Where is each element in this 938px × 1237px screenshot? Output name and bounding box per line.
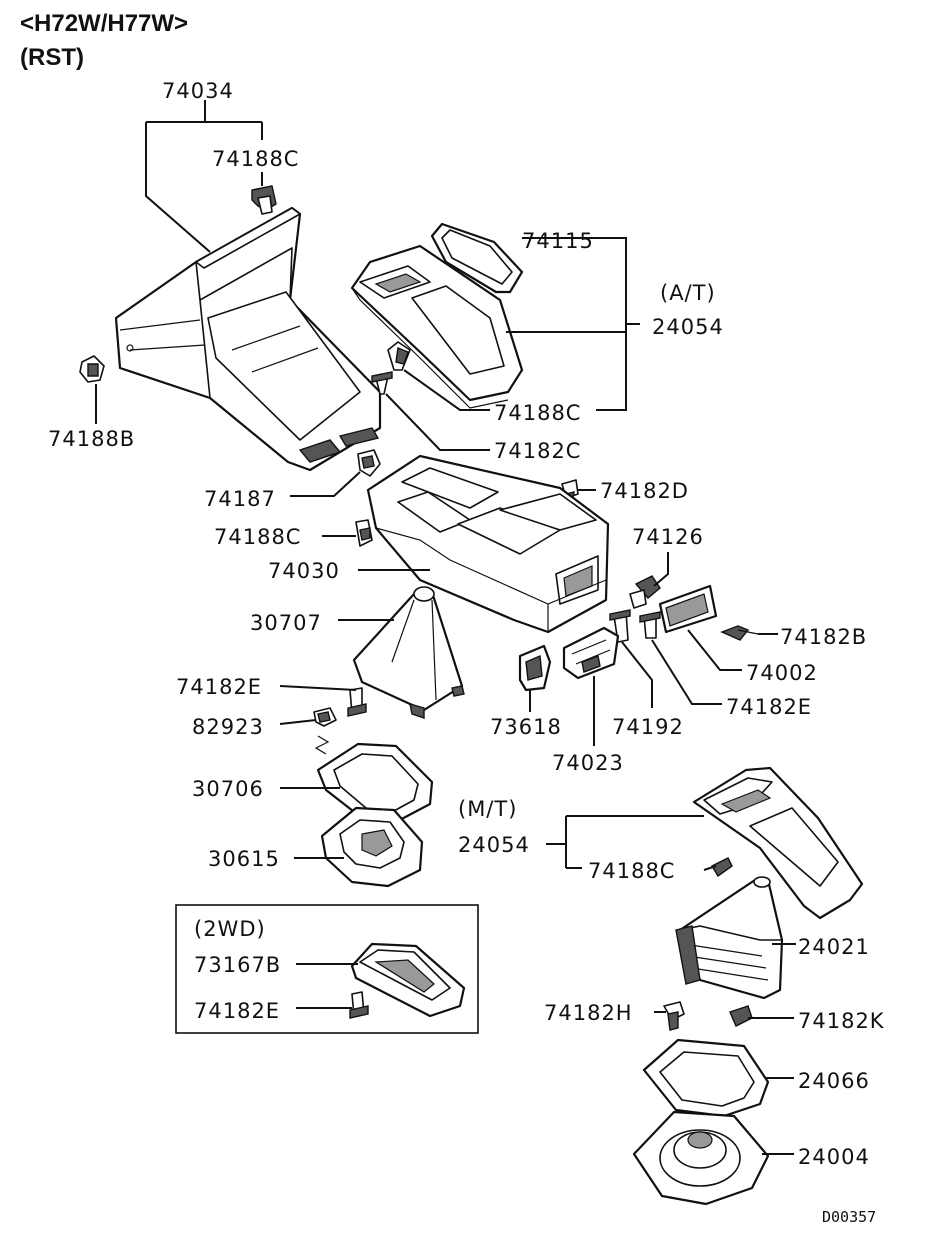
label-74182H: 74182H (544, 1001, 633, 1025)
variant-heading: (RST) (20, 44, 84, 71)
label-30615: 30615 (208, 847, 280, 871)
part-74115-tray-mat (430, 222, 524, 294)
part-74188C-clip-mid (355, 519, 373, 547)
part-73618-bracket (518, 644, 552, 692)
callout-labels: 74034 74188C 74188B 74115 (A/T) 24054 74… (48, 79, 885, 1226)
part-74192-screw (609, 609, 631, 643)
label-74187: 74187 (204, 487, 276, 511)
part-74023-bracket (562, 626, 620, 680)
part-30707-shift-boot (352, 586, 465, 719)
label-73167B: 73167B (194, 953, 281, 977)
label-74182C: 74182C (494, 439, 581, 463)
part-74188C-clip-top (251, 185, 277, 215)
part-74126-clip (629, 575, 661, 609)
two-wd-inset-box (175, 904, 479, 1034)
label-74115: 74115 (522, 229, 594, 253)
label-74034: 74034 (162, 79, 234, 103)
label-74182B: 74182B (780, 625, 867, 649)
part-24054-mt-panel (692, 766, 864, 920)
part-24021-shift-boot (675, 876, 784, 1000)
label-30706: 30706 (192, 777, 264, 801)
part-82923-clip (313, 707, 337, 755)
part-30706-frame (316, 742, 434, 824)
part-74182K-screw (729, 1005, 753, 1027)
part-74182E-screw-right (639, 611, 661, 639)
label-74002: 74002 (746, 661, 818, 685)
label-74182K: 74182K (798, 1009, 885, 1033)
label-24054-mt: 24054 (458, 833, 530, 857)
label-82923: 82923 (192, 715, 264, 739)
label-24004: 24004 (798, 1145, 870, 1169)
part-30615-plate (320, 806, 424, 888)
part-74002-pocket (658, 584, 718, 634)
label-73618: 73618 (490, 715, 562, 739)
part-24054-at-panel (350, 244, 524, 409)
label-74182E-left: 74182E (176, 675, 262, 699)
part-74188B-fastener (79, 355, 105, 383)
part-74034-rear-console (114, 206, 382, 472)
label-74188C-mid: 74188C (214, 525, 301, 549)
part-74188C-clip-mt (711, 857, 733, 878)
label-74188C-top: 74188C (212, 147, 299, 171)
part-74187-clip (357, 449, 381, 477)
part-74182C-screw (371, 371, 393, 395)
part-74182H-clip (663, 1001, 685, 1031)
label-74188C-at: 74188C (494, 401, 581, 425)
model-codes-heading: <H72W/H77W> (20, 10, 189, 37)
annotation-mt: (M/T) (458, 797, 517, 821)
leader-lines (95, 100, 796, 1155)
annotation-at: (A/T) (660, 281, 716, 305)
label-30707: 30707 (250, 611, 322, 635)
label-24021: 24021 (798, 935, 870, 959)
annotation-2wd: (2WD) (194, 917, 266, 941)
label-24066: 24066 (798, 1069, 870, 1093)
part-74030-front-console (366, 454, 610, 634)
part-74182E-screw-box (349, 991, 369, 1019)
label-24054-at: 24054 (652, 315, 724, 339)
label-74182D: 74182D (600, 479, 689, 503)
label-74188C-mt: 74188C (588, 859, 675, 883)
part-74182B-screw (720, 625, 759, 641)
label-74030: 74030 (268, 559, 340, 583)
part-24004-boot-plate (632, 1110, 770, 1206)
label-74126: 74126 (632, 525, 704, 549)
diagram-code: D00357 (822, 1208, 876, 1226)
part-24066-frame (642, 1038, 770, 1118)
label-74192: 74192 (612, 715, 684, 739)
part-74188C-clip-at (387, 341, 411, 371)
label-74182E-right: 74182E (726, 695, 812, 719)
part-74182E-screw-left (347, 687, 367, 717)
part-73167B-tray (350, 942, 466, 1018)
label-74023: 74023 (552, 751, 624, 775)
label-74188B: 74188B (48, 427, 135, 451)
label-74182E-box: 74182E (194, 999, 280, 1023)
